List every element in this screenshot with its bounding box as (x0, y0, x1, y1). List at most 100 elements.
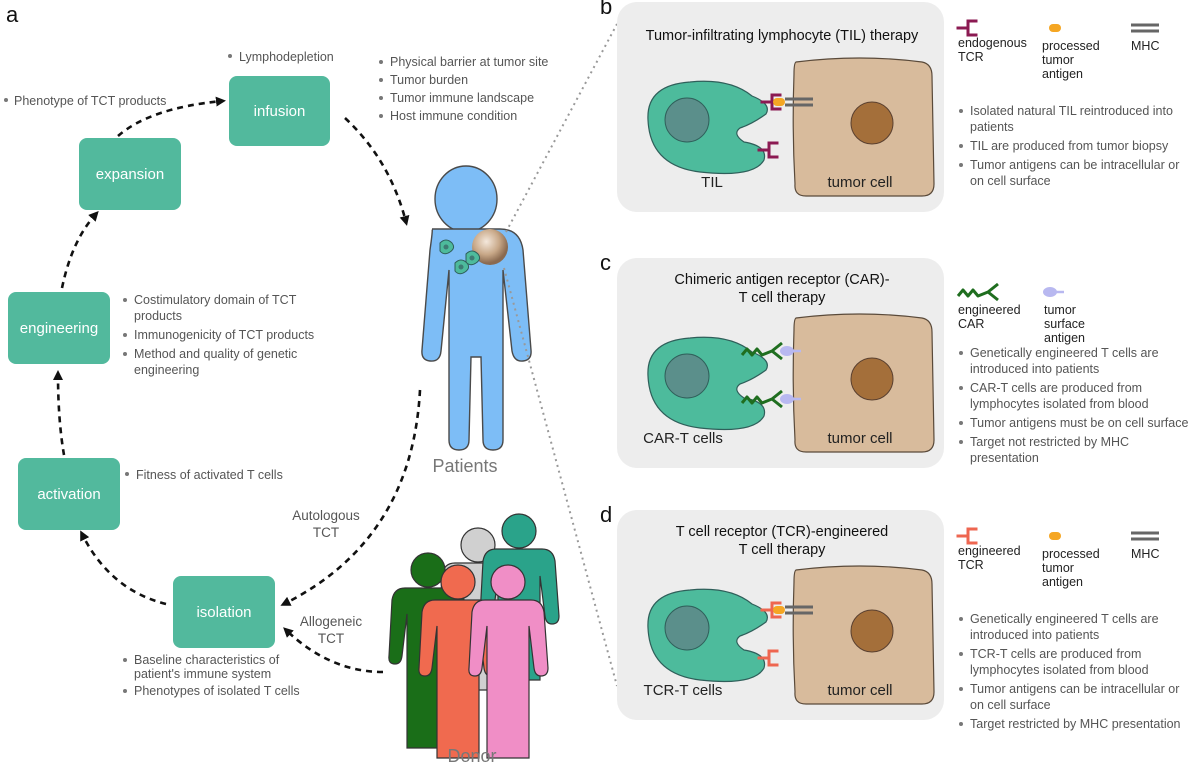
step-isolation: isolation (173, 576, 275, 648)
engineering-notes-list: Costimulatory domain of TCT productsImmun… (123, 293, 314, 377)
t-cell-nucleus (664, 353, 710, 399)
donor-group (388, 513, 560, 759)
arrow-activation-to-engineering (53, 370, 66, 456)
bullet-dot (959, 386, 963, 390)
bullet-text: lymphocytes isolated from blood (970, 397, 1149, 411)
autologous-text: TCT (313, 525, 339, 540)
step-engineering-label: engineering (20, 320, 98, 337)
bullet-dot (123, 298, 127, 302)
bullet-text: Tumor antigens can be intracellular or (970, 682, 1179, 696)
step-expansion-label: expansion (96, 166, 164, 183)
step-engineering: engineering (8, 292, 110, 364)
bullet-dot (959, 421, 963, 425)
step-infusion: infusion (229, 76, 330, 146)
note-phenotype: Phenotype of TCT products (4, 94, 166, 108)
tumor-nucleus (850, 357, 894, 401)
panel-title: T cell therapy (739, 542, 827, 558)
bullet-text: TCR-T cells are produced from (970, 647, 1141, 661)
note-lymphodepletion-text: Lymphodepletion (239, 50, 334, 64)
step-activation: activation (18, 458, 120, 530)
bullet-text: Costimulatory domain of TCT (134, 293, 297, 307)
surface-antigen-icon (780, 394, 794, 404)
tumor-nucleus (850, 609, 894, 653)
note-lymphodepletion: Lymphodepletion (228, 50, 334, 64)
legend-antigen-label: tumor (1042, 53, 1074, 67)
bullet-dot (123, 689, 127, 693)
legend-tcr-label: TCR (958, 50, 984, 64)
bullet-text: introduced into patients (970, 362, 1099, 376)
bullet-text: Phenotypes of isolated T cells (134, 684, 300, 698)
antigen-icon (773, 606, 785, 614)
patient-factor-text: Host immune condition (390, 109, 517, 123)
legend-car-label: CAR (958, 317, 984, 331)
bullet-text: engineering (134, 363, 199, 377)
patient-factor-text: Tumor immune landscape (390, 91, 534, 105)
panel-letter-b: b (600, 0, 612, 19)
bullet-dot (959, 144, 963, 148)
note-phenotype-text: Phenotype of TCT products (14, 94, 166, 108)
bullet-dot (123, 658, 127, 662)
legend-antigen-label: processed (1042, 547, 1100, 561)
donor-pink (468, 564, 549, 759)
tcr-receptor (760, 601, 782, 619)
arrow-isolation-to-activation (80, 530, 167, 606)
panel-title: T cell therapy (739, 290, 827, 306)
bullet-text: Genetically engineered T cells are (970, 346, 1159, 360)
t-cell-nucleus (664, 97, 710, 143)
patient-factor-text: Physical barrier at tumor site (390, 55, 548, 69)
bullet-text: products (134, 309, 182, 323)
note-activation: Fitness of activated T cells (125, 468, 283, 482)
autologous-text: Autologous (292, 508, 360, 523)
cycle-arrows (53, 96, 422, 674)
antigen-icon (1049, 532, 1061, 540)
bullet-dot (379, 114, 383, 118)
arrow-allogeneic (283, 627, 384, 674)
step-activation-label: activation (37, 486, 100, 503)
note-activation-text: Fitness of activated T cells (136, 468, 283, 482)
cell-left-label: CAR-T cells (643, 430, 723, 447)
arrow-autologous (280, 389, 422, 606)
bullet-text: lymphocytes isolated from blood (970, 663, 1149, 677)
tumor-nucleus (850, 101, 894, 145)
panel-title: T cell receptor (TCR)-engineered (676, 524, 888, 540)
legend-tcr-label: endogenous (958, 36, 1027, 50)
panel-letter-d: d (600, 502, 612, 527)
tcr-receptor (757, 141, 779, 159)
allogeneic-text: TCT (318, 631, 344, 646)
bullet-text: Genetically engineered T cells are (970, 612, 1159, 626)
bullet-text: Isolated natural TIL reintroduced into (970, 104, 1173, 118)
patients-label: Patients (432, 456, 497, 476)
tcr-receptor (757, 649, 779, 667)
bullet-dot (379, 78, 383, 82)
allogeneic-text: Allogeneic (300, 614, 363, 629)
legend-antigen-label: antigen (1044, 331, 1085, 345)
legend-mhc-label: MHC (1131, 547, 1159, 561)
bullet-text: introduced into patients (970, 628, 1099, 642)
bullet-text: CAR-T cells are produced from (970, 381, 1142, 395)
surface-antigen-icon (780, 346, 794, 356)
arrow-expansion-to-infusion (117, 96, 226, 137)
bullet-dot (959, 109, 963, 113)
patient-figure (421, 165, 532, 451)
car-receptor (956, 282, 999, 302)
panel-letter-a: a (6, 2, 19, 27)
bullet-dot (959, 722, 963, 726)
bullet-text: Tumor antigens can be intracellular or (970, 158, 1179, 172)
bullet-text: TIL are produced from tumor biopsy (970, 139, 1169, 153)
step-isolation-label: isolation (196, 604, 251, 621)
zoom-lines (503, 23, 618, 687)
bullet-dot (959, 617, 963, 621)
bullet-text: Tumor antigens must be on cell surface (970, 416, 1188, 430)
bullet-dot (379, 96, 383, 100)
car-receptor (740, 341, 783, 361)
arrow-engineering-to-expansion (60, 211, 99, 289)
bullet-text: Immunogenicity of TCT products (134, 328, 314, 342)
patient-factor-text: Tumor burden (390, 73, 468, 87)
bullet-text: Baseline characteristics of (134, 653, 280, 667)
